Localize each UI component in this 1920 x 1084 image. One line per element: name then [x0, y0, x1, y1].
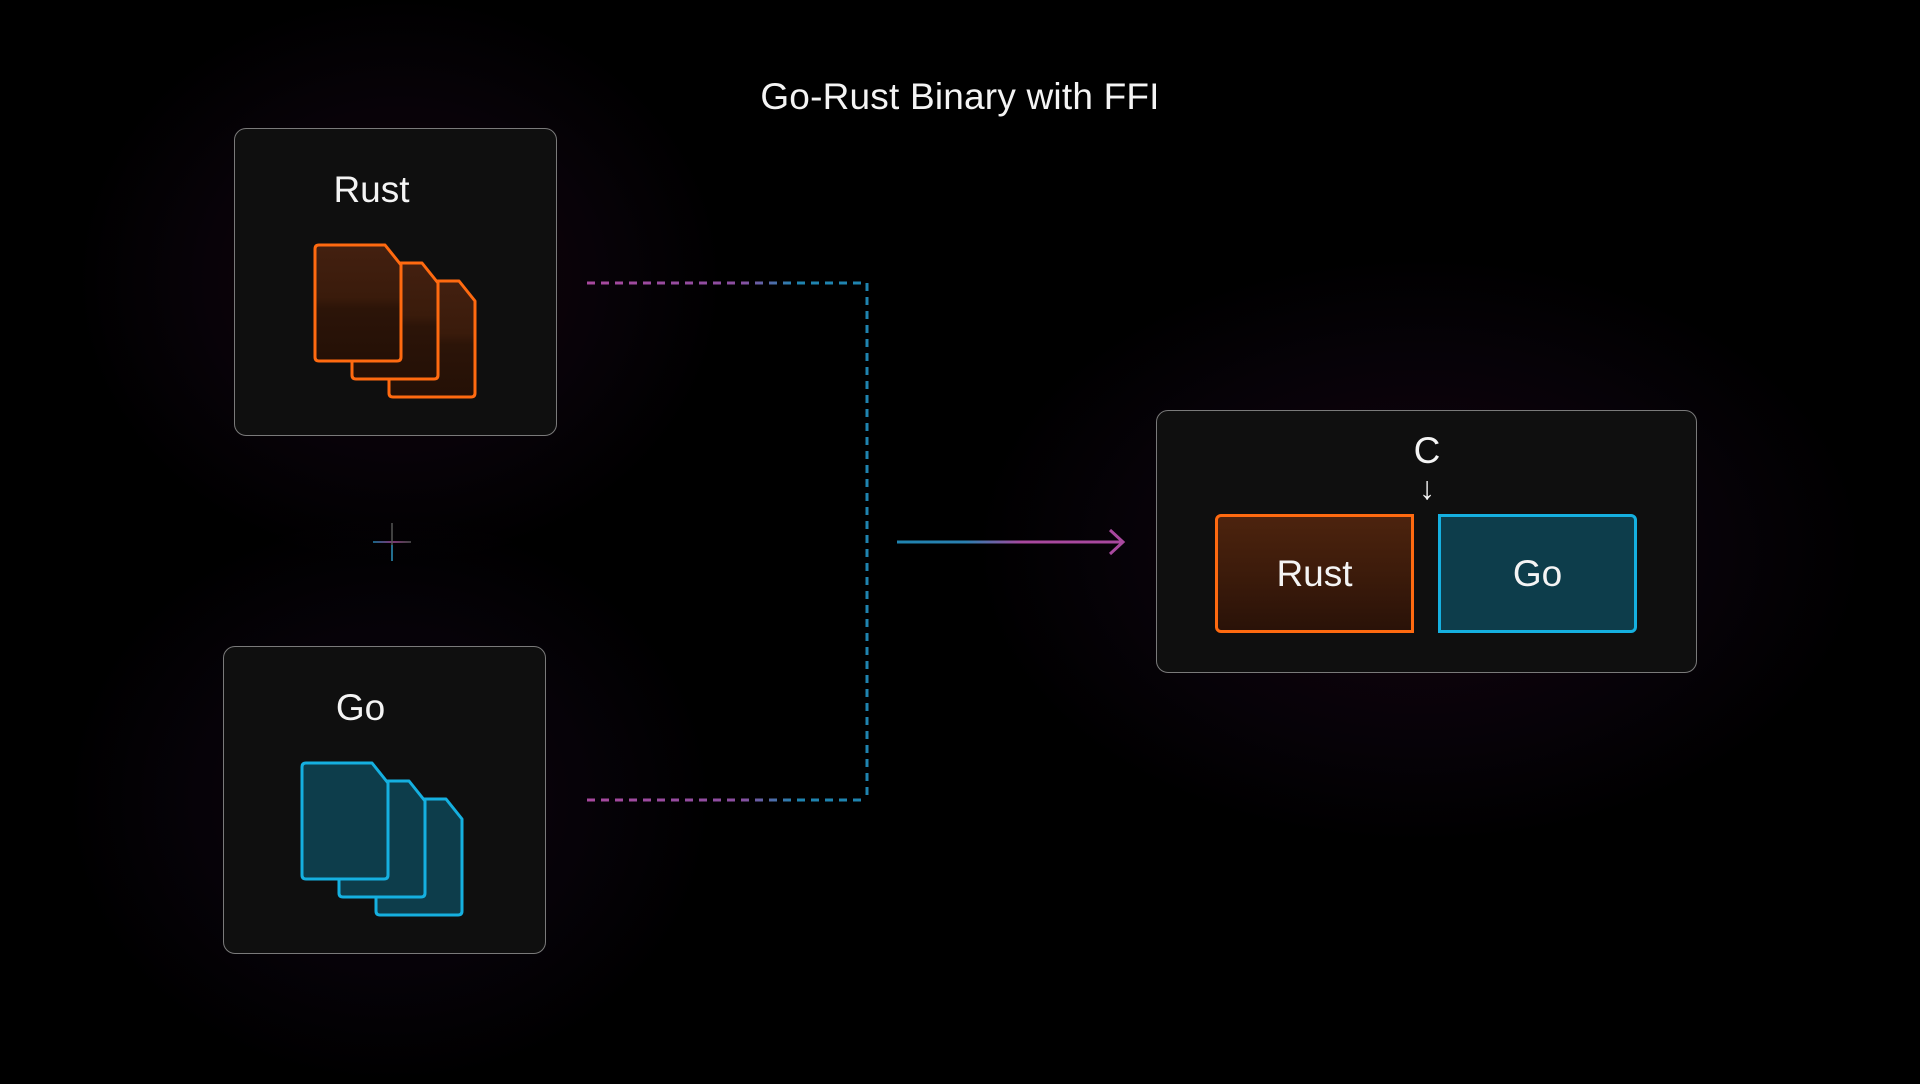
rust-source-card: Rust: [234, 128, 557, 436]
go-block-label: Go: [1512, 552, 1563, 594]
plus-icon: [373, 523, 411, 561]
rust-file-icon: [313, 243, 403, 363]
rust-block-label: Rust: [1276, 552, 1353, 594]
c-ffi-label: C: [1413, 430, 1441, 471]
arrow-down-icon: ↓: [1419, 470, 1435, 506]
go-binary-block: Go: [1438, 514, 1637, 633]
go-file-icon: [300, 761, 390, 881]
go-source-label: Go: [335, 687, 386, 728]
rust-files-stack-icon: [313, 243, 477, 399]
diagram-title: Go-Rust Binary with FFI: [760, 76, 1160, 117]
go-files-stack-icon: [300, 761, 464, 917]
go-source-card: Go: [223, 646, 546, 954]
rust-binary-block: Rust: [1215, 514, 1414, 633]
build-arrow-icon: [897, 528, 1126, 556]
rust-source-label: Rust: [333, 169, 410, 210]
